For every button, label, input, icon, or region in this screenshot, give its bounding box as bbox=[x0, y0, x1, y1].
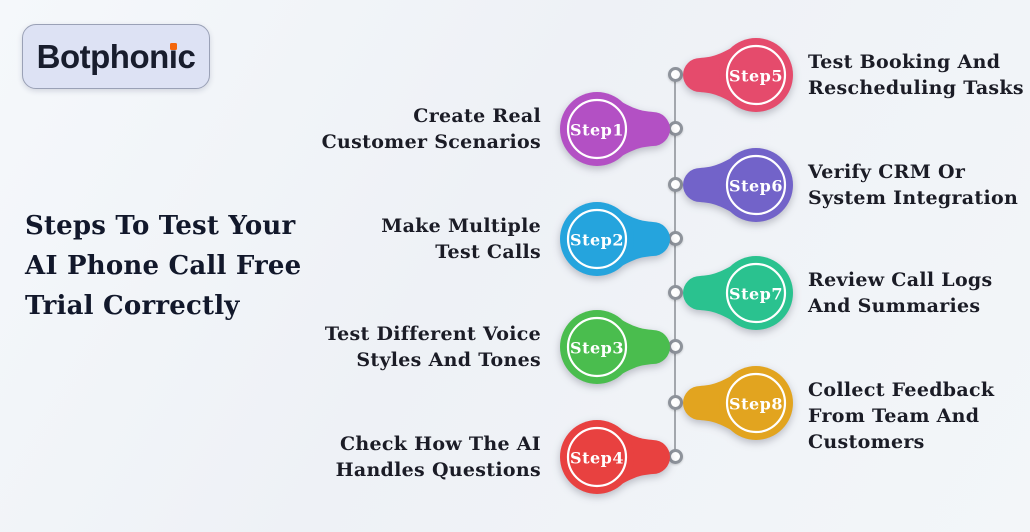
logo-text: Botphonıc bbox=[36, 38, 196, 75]
step3-badge-tail bbox=[620, 319, 670, 375]
step3-badge-label: Step3 bbox=[570, 339, 624, 358]
step8-description: Collect Feedback From Team And Customers bbox=[808, 379, 995, 453]
title-line: Steps To Test Your bbox=[25, 211, 296, 241]
title-line: Trial Correctly bbox=[25, 291, 240, 321]
step2-badge: Step2 bbox=[560, 202, 670, 276]
step1-badge: Step1 bbox=[560, 92, 670, 166]
step4-badge: Step4 bbox=[560, 420, 670, 494]
step8-badge-tail bbox=[683, 375, 733, 431]
step5-badge-tail bbox=[683, 47, 733, 103]
step8-badge-label: Step8 bbox=[729, 395, 783, 414]
step7-description: Review Call Logs And Summaries bbox=[808, 269, 993, 317]
timeline-dot bbox=[668, 395, 683, 410]
timeline-line bbox=[674, 72, 676, 460]
step4-description: Check How The AI Handles Questions bbox=[335, 433, 541, 481]
step3-badge: Step3 bbox=[560, 310, 670, 384]
step6-badge-label: Step6 bbox=[729, 177, 783, 196]
step3-description: Test Different Voice Styles And Tones bbox=[324, 323, 541, 371]
step5-description: Test Booking And Rescheduling Tasks bbox=[808, 51, 1024, 99]
step1-description: Create Real Customer Scenarios bbox=[321, 105, 541, 153]
step7-badge-label: Step7 bbox=[729, 285, 783, 304]
step4-badge-label: Step4 bbox=[570, 449, 624, 468]
step7-badge-tail bbox=[683, 265, 733, 321]
timeline-dot bbox=[668, 285, 683, 300]
step2-badge-tail bbox=[620, 211, 670, 267]
step6-badge: Step6 bbox=[683, 148, 793, 222]
step5-badge: Step5 bbox=[683, 38, 793, 112]
step8-badge: Step8 bbox=[683, 366, 793, 440]
title-line: AI Phone Call Free bbox=[25, 251, 302, 281]
timeline-dot bbox=[668, 177, 683, 192]
step1-badge-label: Step1 bbox=[570, 121, 624, 140]
botphonic-logo: Botphonıc bbox=[22, 24, 210, 89]
step6-description: Verify CRM Or System Integration bbox=[808, 161, 1019, 209]
step1-badge-tail bbox=[620, 101, 670, 157]
step2-badge-label: Step2 bbox=[570, 231, 624, 250]
step5-badge-label: Step5 bbox=[729, 67, 783, 86]
timeline-dot bbox=[668, 67, 683, 82]
page-title: Steps To Test Your AI Phone Call Free Tr… bbox=[25, 206, 301, 326]
logo-i-accent-dot: ı bbox=[168, 38, 178, 75]
step7-badge: Step7 bbox=[683, 256, 793, 330]
step6-badge-tail bbox=[683, 157, 733, 213]
step2-description: Make Multiple Test Calls bbox=[381, 215, 541, 263]
step4-badge-tail bbox=[620, 429, 670, 485]
